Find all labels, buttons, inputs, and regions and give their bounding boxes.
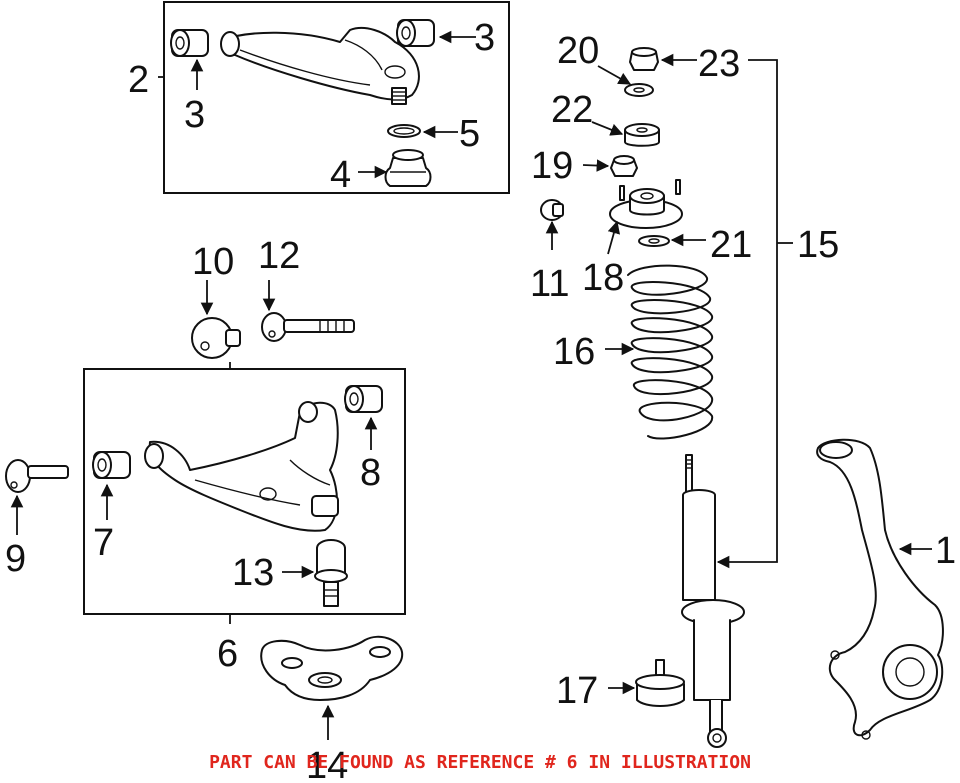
reference-notice: PART CAN BE FOUND AS REFERENCE # 6 IN IL… [209,752,751,773]
callout-10: 10 [192,241,234,283]
callout-5: 5 [459,113,480,155]
upper-arm-group-box [163,1,510,194]
callout-2: 2 [128,59,149,101]
upper-arm-bushing-right[interactable] [396,19,435,47]
bump-stop-17[interactable] [635,659,685,707]
callout-16: 16 [553,331,595,373]
bracket-14[interactable] [260,635,404,701]
callout-20: 20 [557,30,599,72]
callout-19: 19 [531,145,573,187]
lower-arm-bushing-8[interactable] [344,385,383,413]
washer-21[interactable] [638,235,670,247]
ball-joint-13[interactable] [314,539,348,607]
callout-18: 18 [582,257,624,299]
callout-14: 14 [306,745,348,783]
cam-bolt-12[interactable] [261,312,355,342]
upper-mount-18[interactable] [609,179,683,229]
callout-3-right: 3 [474,17,495,59]
callout-8: 8 [360,452,381,494]
callout-9: 9 [5,538,26,580]
callout-13: 13 [232,552,274,594]
lower-arm-bushing-7[interactable] [92,451,131,479]
nut-19[interactable] [610,155,638,177]
ring-5[interactable] [387,124,421,138]
cam-plate-10[interactable] [191,317,241,359]
coil-spring-16[interactable] [627,264,714,440]
callout-7: 7 [93,522,114,564]
callout-12: 12 [258,235,300,277]
lower-control-arm[interactable] [144,401,339,532]
callout-1: 1 [935,530,956,572]
washer-20[interactable] [624,83,654,97]
callout-4: 4 [330,154,351,196]
callout-23: 23 [698,43,740,85]
callout-21: 21 [710,224,752,266]
shock-absorber[interactable] [681,454,745,748]
dust-boot-4[interactable] [384,149,432,187]
steering-knuckle-1[interactable] [816,438,944,740]
callout-17: 17 [556,670,598,712]
cap-11[interactable] [540,199,564,221]
lower-arm-group-box [83,368,406,615]
nut-23[interactable] [629,47,659,71]
cam-bolt-9[interactable] [5,459,69,493]
callout-15: 15 [797,224,839,266]
bushing-22[interactable] [624,123,660,147]
upper-arm-bushing-left[interactable] [170,29,209,57]
callout-6: 6 [217,633,238,675]
callout-3-left: 3 [184,94,205,136]
callout-22: 22 [551,89,593,131]
upper-control-arm[interactable] [220,26,420,105]
callout-11: 11 [530,263,569,305]
